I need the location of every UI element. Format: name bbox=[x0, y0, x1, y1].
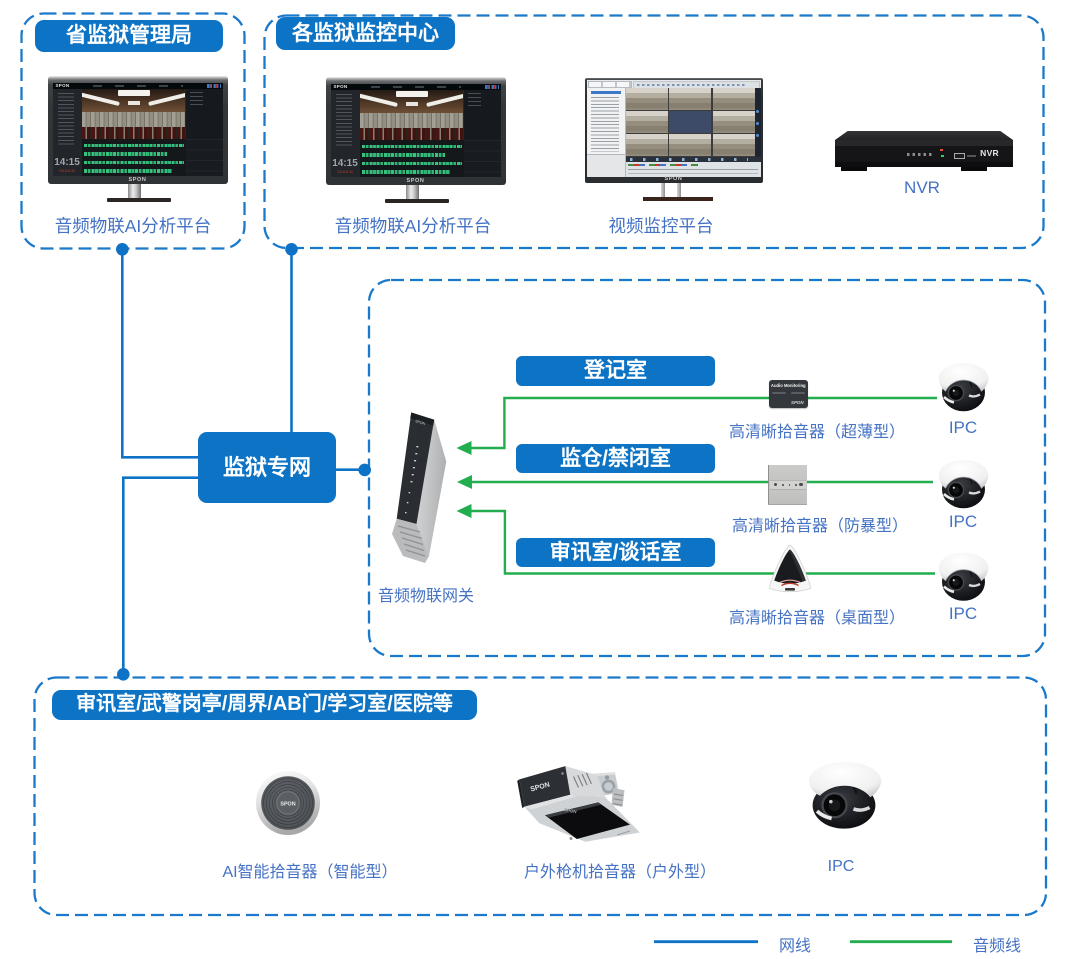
svg-text:SPON: SPON bbox=[415, 419, 426, 426]
svg-text:SPON: SPON bbox=[280, 801, 295, 807]
svg-text:SPON: SPON bbox=[530, 782, 551, 794]
svg-text:SPON: SPON bbox=[564, 807, 577, 814]
